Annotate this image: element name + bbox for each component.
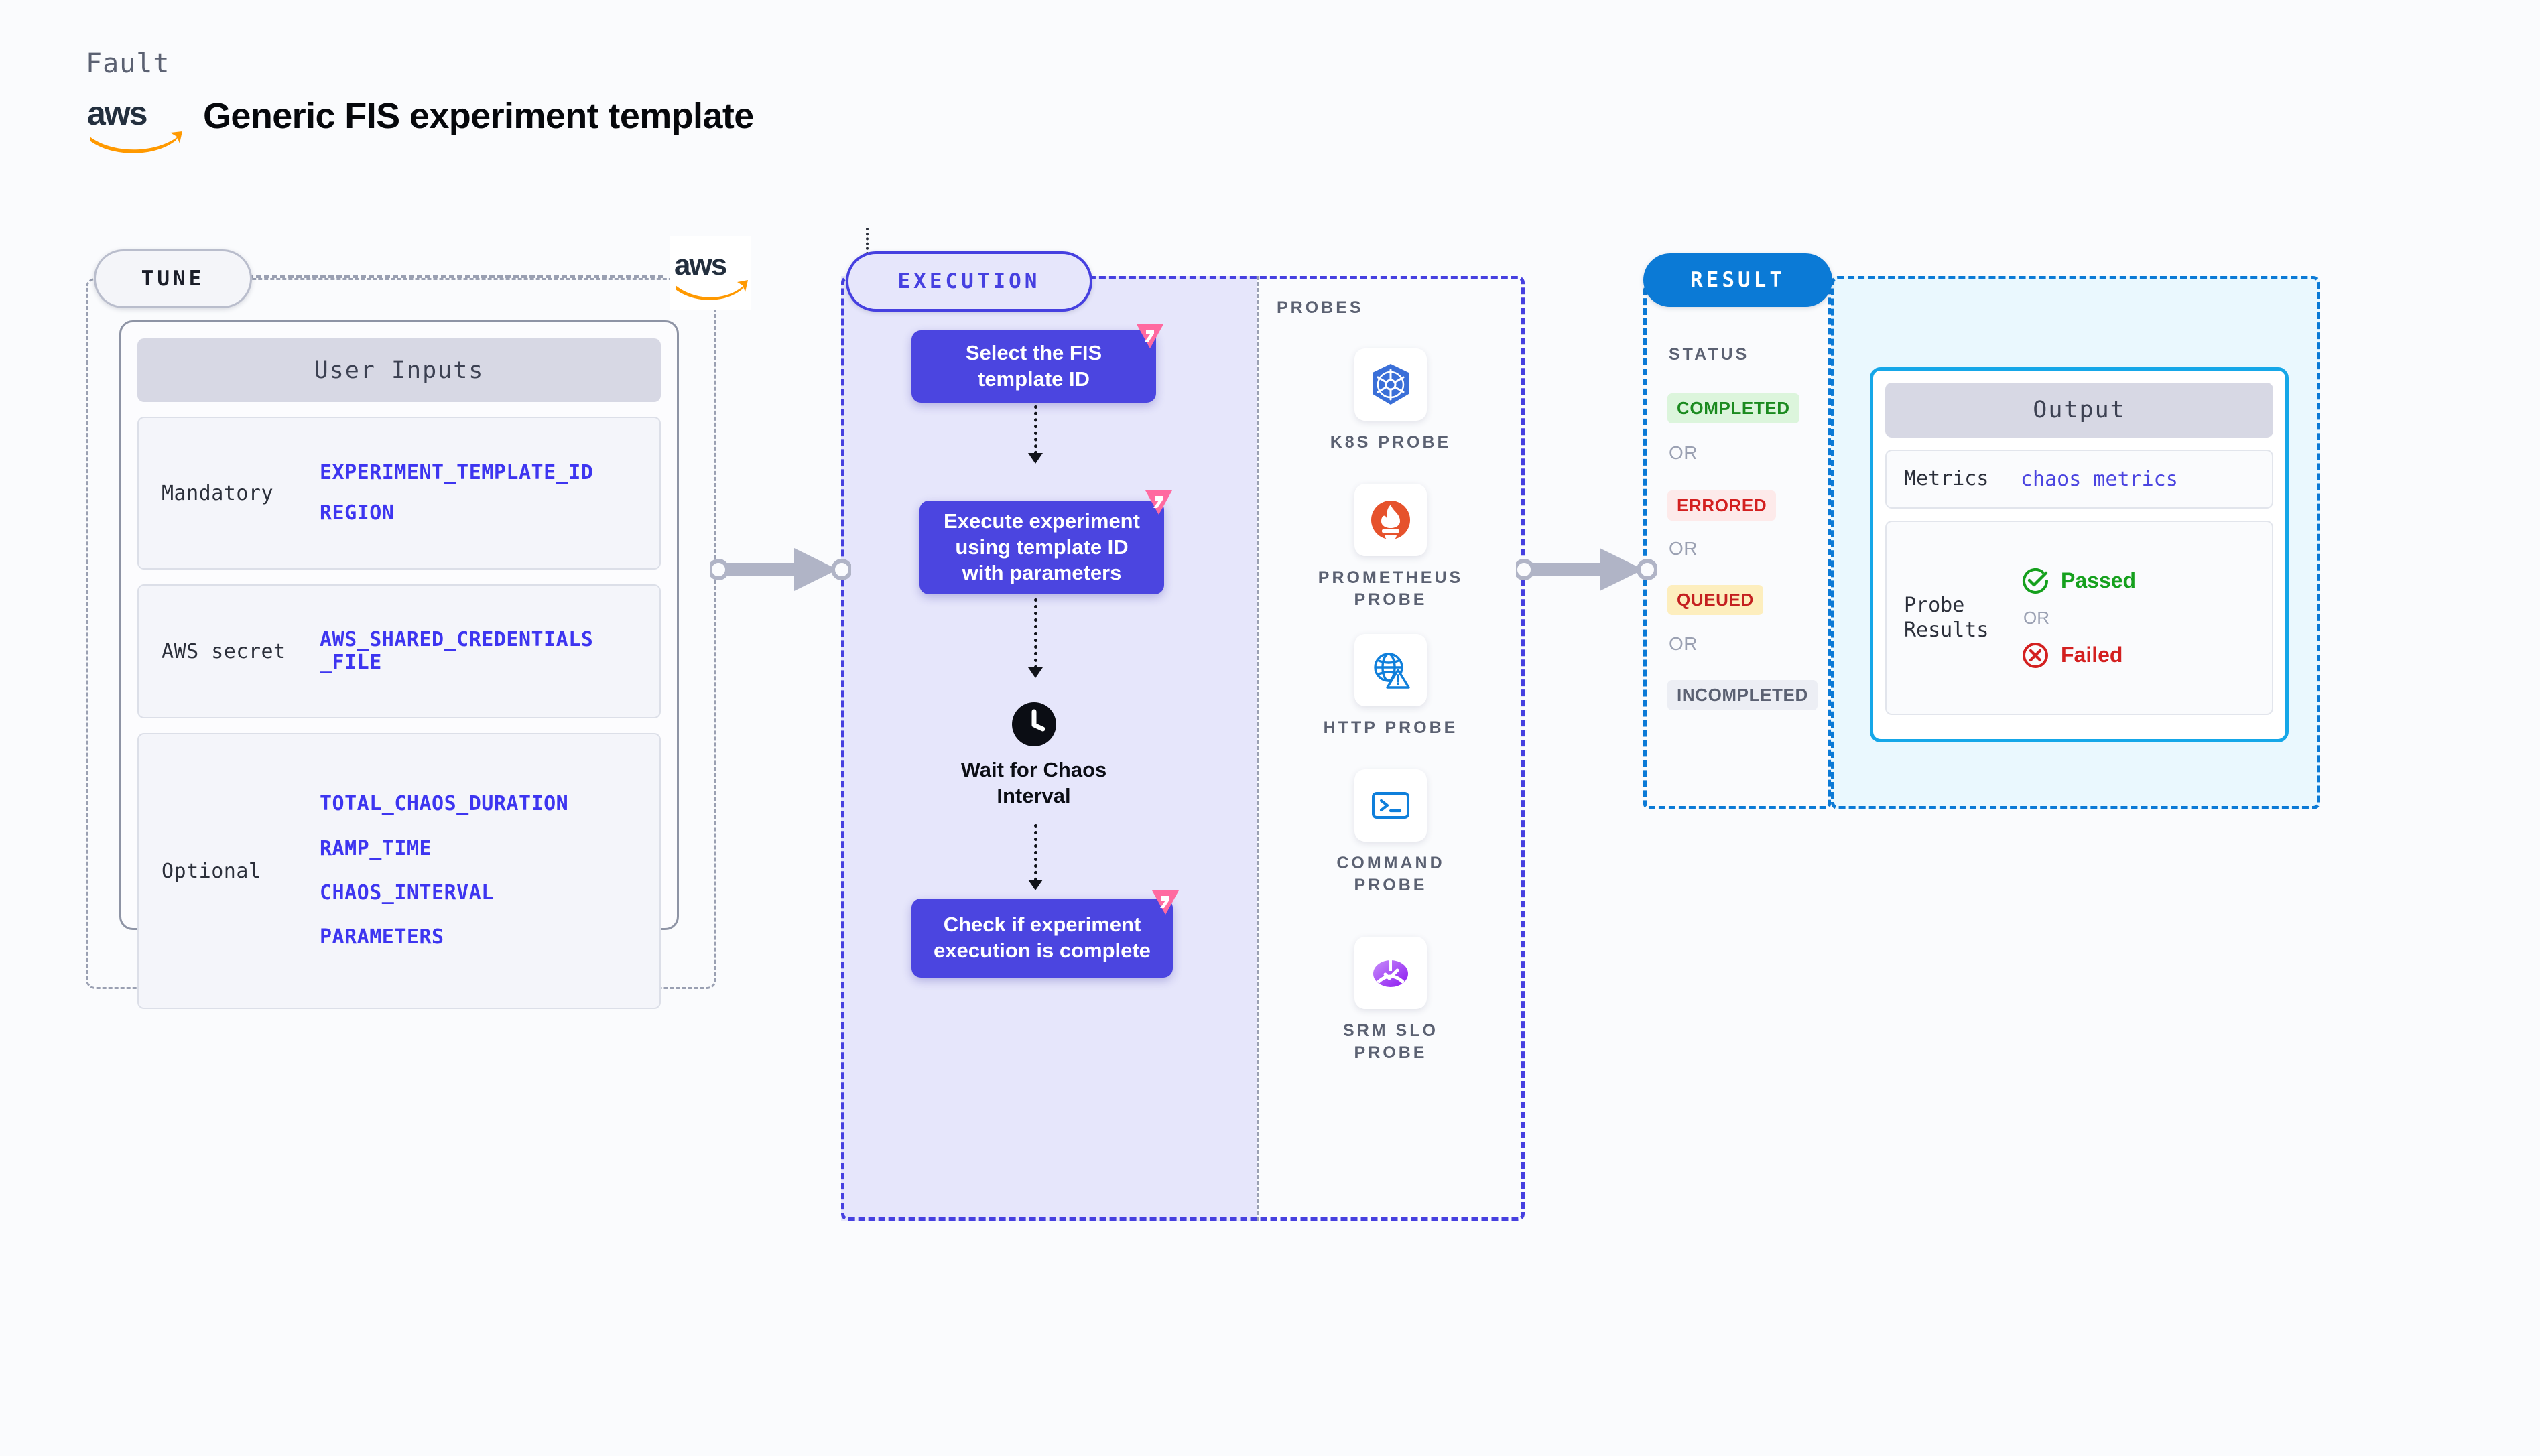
value-region: REGION — [320, 501, 395, 525]
output-card-title: Output — [1885, 383, 2273, 438]
probe-command[interactable]: COMMAND PROBE — [1310, 769, 1471, 896]
or-label-output: OR — [2023, 607, 2049, 628]
user-inputs-card: User Inputs Mandatory EXPERIMENT_TEMPLAT… — [119, 320, 679, 1009]
flow-arrowhead-2 — [1028, 667, 1043, 678]
flow-arrowhead-1 — [1028, 453, 1043, 464]
output-card: Output Metrics chaos metrics Probe Resul… — [1870, 367, 2289, 742]
value-parameters: PARAMETERS — [320, 925, 444, 949]
passed-label: Passed — [2061, 568, 2137, 592]
probes-column — [1257, 276, 1525, 1221]
probe-label: SRM SLO PROBE — [1343, 1021, 1438, 1062]
input-row-mandatory: Mandatory EXPERIMENT_TEMPLATE_ID REGION — [137, 417, 661, 570]
value-ramp-time: RAMP_TIME — [320, 836, 432, 860]
probe-srm-slo[interactable]: SRM SLO PROBE — [1310, 937, 1471, 1063]
or-label-3: OR — [1669, 633, 1698, 654]
probe-http[interactable]: HTTP PROBE — [1310, 634, 1471, 739]
flow-arrowhead-3 — [1028, 880, 1043, 890]
probe-label: PROMETHEUS PROBE — [1318, 568, 1464, 609]
flow-step-check-complete[interactable]: Check if experiment execution is complet… — [911, 899, 1173, 978]
probe-prometheus[interactable]: PROMETHEUS PROBE — [1310, 484, 1471, 610]
header-kicker: Fault — [86, 48, 170, 79]
tune-pill[interactable]: TUNE — [94, 249, 252, 308]
input-row-optional: Optional TOTAL_CHAOS_DURATION RAMP_TIME … — [137, 733, 661, 1009]
globe-warning-icon — [1354, 634, 1427, 706]
litmus-icon — [1145, 490, 1172, 515]
execution-region — [841, 276, 1525, 1221]
flow-arrow-3 — [1034, 824, 1040, 881]
metrics-label: Metrics — [1904, 467, 1989, 491]
value-file-suffix: _FILE — [320, 651, 382, 674]
value-experiment-template-id: EXPERIMENT_TEMPLATE_ID — [320, 460, 594, 484]
aws-logo-chip: aws — [670, 236, 751, 310]
value-chaos-interval: CHAOS_INTERVAL — [320, 881, 494, 905]
aws-logo: aws — [86, 94, 186, 154]
tune-lead-line — [248, 275, 663, 278]
probe-label: COMMAND PROBE — [1336, 854, 1445, 895]
row-label: Mandatory — [162, 481, 274, 505]
svg-text:aws: aws — [87, 94, 147, 132]
or-label-1: OR — [1669, 442, 1698, 463]
row-values: AWS_SHARED_CREDENTIALS _FILE — [320, 627, 594, 674]
connector-tune-to-execution — [710, 548, 851, 591]
row-label: AWS secret — [162, 639, 286, 663]
or-label-2: OR — [1669, 538, 1698, 559]
page-header: Fault aws Generic FIS experiment templat… — [86, 40, 1024, 161]
status-badge-completed: COMPLETED — [1667, 393, 1799, 423]
status-badge-errored: ERRORED — [1667, 490, 1777, 521]
x-circle-icon — [2023, 642, 2048, 668]
row-label: Optional — [162, 859, 261, 883]
connector-execution-to-result — [1516, 548, 1657, 591]
user-inputs-title: User Inputs — [137, 338, 661, 402]
wait-for-chaos-interval-label: Wait for Chaos Interval — [960, 758, 1107, 807]
input-row-aws-secret: AWS secret AWS_SHARED_CREDENTIALS _FILE — [137, 584, 661, 718]
kubernetes-icon — [1354, 348, 1427, 421]
probe-results-label: Probe Results — [1904, 593, 1989, 643]
probe-results-values: Passed OR Failed — [2021, 566, 2136, 670]
result-status-region — [1643, 285, 1831, 809]
flow-arrow-1 — [1034, 405, 1040, 454]
litmus-icon — [1152, 890, 1179, 915]
output-row-metrics: Metrics chaos metrics — [1885, 450, 2273, 509]
clock-icon — [1012, 702, 1056, 746]
page-title: Generic FIS experiment template — [203, 96, 754, 136]
value-total-chaos-duration: TOTAL_CHAOS_DURATION — [320, 792, 569, 816]
output-row-probe-results: Probe Results Passed OR Failed — [1885, 521, 2273, 715]
srm-slo-icon — [1354, 937, 1427, 1009]
svg-text:aws: aws — [674, 249, 726, 281]
metrics-value: chaos metrics — [2021, 467, 2178, 491]
probe-label: HTTP PROBE — [1323, 718, 1458, 737]
probes-title: PROBES — [1277, 298, 1364, 317]
probe-result-passed: Passed — [2021, 566, 2136, 596]
flow-step-execute-experiment[interactable]: Execute experiment using template ID wit… — [919, 501, 1164, 594]
row-values: EXPERIMENT_TEMPLATE_ID REGION — [320, 462, 593, 525]
row-values: TOTAL_CHAOS_DURATION RAMP_TIME CHAOS_INT… — [320, 793, 568, 949]
probe-k8s[interactable]: K8S PROBE — [1310, 348, 1471, 454]
status-badge-incompleted: INCOMPLETED — [1667, 680, 1818, 710]
execution-pill[interactable]: EXECUTION — [846, 251, 1092, 312]
status-badge-queued: QUEUED — [1667, 585, 1763, 615]
value-aws-shared-credentials: AWS_SHARED_CREDENTIALS — [320, 627, 594, 651]
failed-label: Failed — [2061, 643, 2123, 667]
probe-label: K8S PROBE — [1330, 433, 1452, 452]
flow-step-select-template[interactable]: Select the FIS template ID — [911, 330, 1156, 403]
probe-result-failed: Failed — [2021, 641, 2136, 670]
execution-flow-column — [841, 276, 1257, 1221]
litmus-icon — [1137, 324, 1163, 348]
result-pill[interactable]: RESULT — [1643, 253, 1832, 307]
check-circle-icon — [2023, 568, 2048, 594]
flow-arrow-2 — [1034, 598, 1040, 669]
terminal-icon — [1354, 769, 1427, 842]
execution-tick-line — [866, 228, 869, 255]
status-title: STATUS — [1669, 345, 1750, 364]
prometheus-icon — [1354, 484, 1427, 556]
